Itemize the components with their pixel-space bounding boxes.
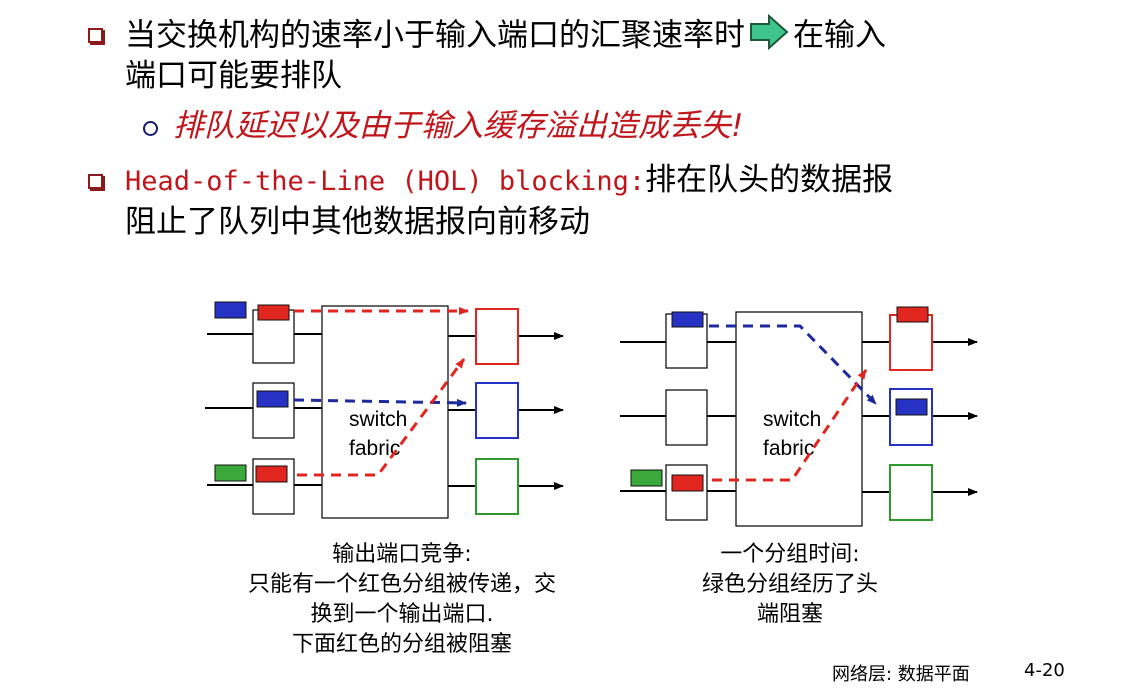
left-caption: 输出端口竞争: 只能有一个红色分组被传递，交 换到一个输出端口. 下面红色的分组… bbox=[212, 540, 592, 660]
packet-red-delivered bbox=[896, 306, 929, 323]
output-port-green bbox=[475, 458, 519, 515]
caption-line: 绿色分组经历了头 bbox=[701, 572, 878, 597]
output-port-red bbox=[889, 314, 933, 371]
red-dashed-path bbox=[712, 369, 868, 482]
bullet2-text-a: 排在队头的数据报 bbox=[645, 162, 894, 198]
caption-line: 只能有一个红色分组被传递，交 bbox=[247, 572, 556, 597]
packet-red bbox=[255, 465, 288, 483]
bullet1-line2: 端口可能要排队 bbox=[125, 58, 342, 94]
packet-green-blocked bbox=[630, 469, 663, 487]
red-dashed-path-blocked bbox=[297, 358, 466, 477]
footer-section: 网络层: 数据平面 bbox=[832, 664, 970, 685]
switch-fabric bbox=[321, 305, 449, 519]
packet-green bbox=[214, 464, 247, 482]
caption-line: 输出端口竞争: bbox=[332, 542, 472, 567]
caption-line: 端阻塞 bbox=[756, 602, 823, 627]
fabric-label-line1: switch bbox=[349, 408, 407, 431]
hol-blocking-term: Head-of-the-Line (HOL) blocking: bbox=[125, 166, 646, 197]
input-port bbox=[665, 389, 708, 446]
output-port-red bbox=[475, 308, 519, 365]
packet-red bbox=[257, 304, 290, 321]
bullet1-text-a: 当交换机构的速率小于输入端口的汇聚速率时 bbox=[125, 17, 745, 54]
switch-fabric bbox=[735, 311, 863, 527]
right-caption: 一个分组时间: 绿色分组经历了头 端阻塞 bbox=[640, 540, 940, 630]
packet-blue bbox=[256, 390, 289, 408]
bullet-square-icon bbox=[88, 28, 103, 43]
fabric-label-line2: fabric bbox=[349, 437, 400, 460]
caption-line: 下面红色的分组被阻塞 bbox=[291, 632, 512, 657]
packet-red bbox=[671, 474, 704, 492]
fabric-label-line1: switch bbox=[763, 408, 821, 431]
bullet-circle-icon bbox=[143, 121, 158, 136]
bullet-square-icon bbox=[88, 174, 103, 189]
bullet2-line2: 阻止了队列中其他数据报向前移动 bbox=[125, 204, 590, 240]
bullet2-line1: Head-of-the-Line (HOL) blocking:排在队头的数据报 bbox=[125, 160, 893, 202]
packet-blue-delivered bbox=[895, 398, 928, 416]
right-diagram: switch fabric bbox=[620, 306, 978, 527]
input-port bbox=[665, 464, 708, 521]
sub-bullet-text: 排队延迟以及由于输入缓存溢出造成丢失! bbox=[173, 108, 744, 144]
output-port-green bbox=[889, 464, 933, 521]
output-port-blue bbox=[475, 382, 519, 439]
blue-dashed-path bbox=[709, 324, 878, 406]
caption-line: 一个分组时间: bbox=[720, 542, 860, 567]
packet-blue bbox=[671, 311, 704, 328]
packet-blue bbox=[214, 301, 247, 319]
right-arrow-icon bbox=[749, 13, 789, 60]
bullet1-text-b: 在输入 bbox=[793, 17, 886, 54]
bullet1-line1: 当交换机构的速率小于输入端口的汇聚速率时 在输入 bbox=[125, 13, 886, 60]
caption-line: 换到一个输出端口. bbox=[310, 602, 494, 627]
left-diagram: switch fabric bbox=[205, 301, 564, 519]
blue-dashed-path bbox=[293, 398, 467, 407]
page-number: 4-20 bbox=[1024, 660, 1065, 681]
fabric-label-line2: fabric bbox=[763, 437, 814, 460]
output-port-blue bbox=[889, 388, 933, 446]
